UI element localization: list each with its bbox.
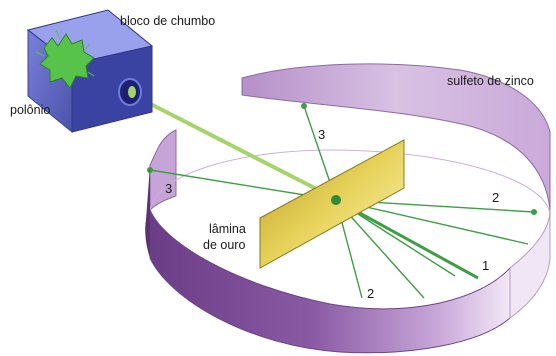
ray-label-lower-2: 2 — [367, 286, 375, 301]
screen-impact-dots — [147, 103, 537, 215]
zinc-sulfide-label: sulfeto de zinco — [447, 74, 534, 88]
zinc-sulfide-screen-back — [149, 63, 551, 212]
gold-foil — [259, 139, 405, 269]
polonium-sample — [35, 29, 95, 89]
lead-block — [26, 9, 154, 134]
zinc-sulfide-screen-left-edge — [145, 165, 150, 258]
ray-label-straight-1: 1 — [482, 258, 490, 273]
ray-label-back-3: 3 — [318, 127, 326, 142]
ray-label-left-3: 3 — [165, 181, 173, 196]
gold-foil-label-line1: lâmina — [209, 222, 246, 236]
gold-foil-label-line2: de ouro — [203, 238, 246, 252]
alpha-beam — [134, 94, 339, 202]
screen-inner-edge — [149, 149, 551, 216]
polonium-label: polônio — [10, 103, 51, 117]
lead-block-label: bloco de chumbo — [120, 14, 216, 28]
zinc-sulfide-screen-front-right — [509, 209, 551, 319]
impact-point — [331, 195, 341, 205]
ray-label-right-2: 2 — [492, 190, 500, 205]
zinc-sulfide-screen-front — [149, 209, 511, 354]
